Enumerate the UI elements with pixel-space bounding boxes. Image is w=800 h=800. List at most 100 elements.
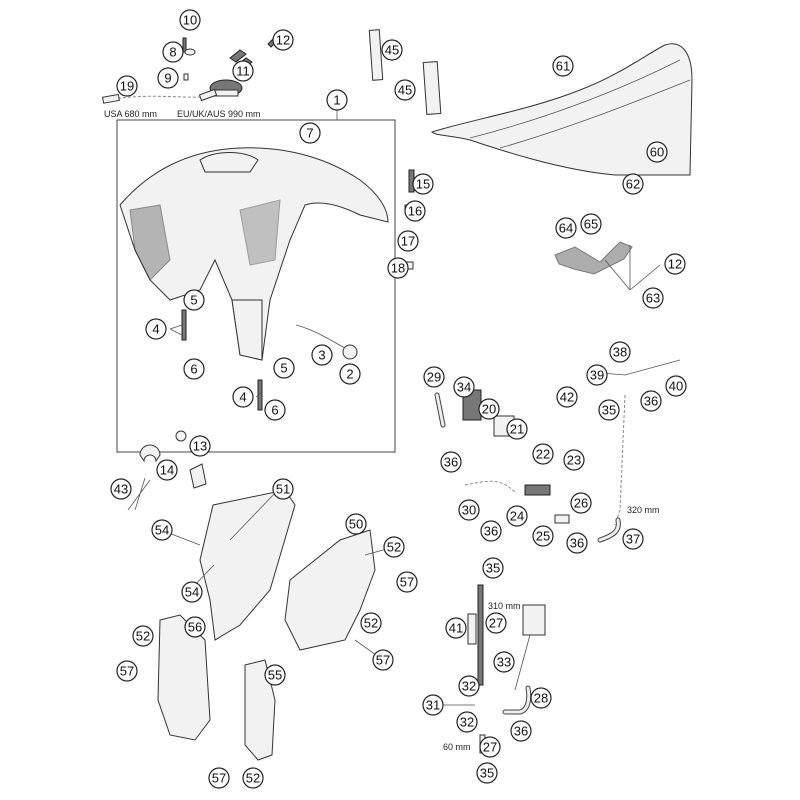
svg-text:3: 3 — [318, 348, 325, 363]
callout: 13 — [189, 435, 211, 457]
callout: 52 — [383, 536, 405, 558]
svg-text:36: 36 — [514, 724, 528, 739]
svg-text:15: 15 — [416, 177, 430, 192]
callout: 34 — [453, 376, 475, 398]
callout: 37 — [622, 528, 644, 550]
callout: 36 — [480, 520, 502, 542]
svg-text:41: 41 — [449, 621, 463, 636]
callout: 8 — [162, 41, 184, 63]
callout: 36 — [510, 720, 532, 742]
callout: 5 — [273, 357, 295, 379]
callout: 60 — [646, 141, 668, 163]
eu-length-label: EU/UK/AUS 990 mm — [177, 109, 261, 119]
tank-protector — [422, 61, 442, 115]
svg-text:19: 19 — [120, 79, 134, 94]
svg-text:34: 34 — [457, 380, 471, 395]
svg-text:21: 21 — [510, 422, 524, 437]
callout: 33 — [493, 651, 515, 673]
svg-text:10: 10 — [183, 13, 197, 28]
hose-60-label: 60 mm — [443, 742, 471, 752]
svg-text:45: 45 — [385, 43, 399, 58]
svg-text:27: 27 — [483, 740, 497, 755]
callout: 6 — [183, 358, 205, 380]
callout: 20 — [478, 398, 500, 420]
callout: 62 — [622, 173, 644, 195]
callout: 7 — [299, 122, 321, 144]
callout: 9 — [157, 67, 179, 89]
callout: 32 — [458, 675, 480, 697]
svg-text:24: 24 — [510, 509, 524, 524]
fuel-cap — [182, 35, 280, 97]
hose-310-label: 310 mm — [488, 601, 521, 611]
callout: 65 — [580, 213, 602, 235]
svg-text:63: 63 — [646, 291, 660, 306]
callout: 4 — [232, 386, 254, 408]
svg-text:56: 56 — [188, 620, 202, 635]
tank-protector — [368, 29, 384, 81]
svg-text:65: 65 — [584, 217, 598, 232]
callout: 57 — [396, 571, 418, 593]
svg-text:31: 31 — [426, 698, 440, 713]
callout: 57 — [208, 767, 230, 789]
svg-text:32: 32 — [462, 679, 476, 694]
side-cover-right — [284, 529, 376, 651]
svg-text:20: 20 — [482, 402, 496, 417]
svg-text:35: 35 — [486, 561, 500, 576]
callout: 36 — [566, 532, 588, 554]
svg-text:14: 14 — [160, 463, 174, 478]
callout: 3 — [311, 344, 333, 366]
number-plate-left — [157, 614, 211, 741]
svg-text:36: 36 — [484, 524, 498, 539]
svg-text:39: 39 — [590, 368, 604, 383]
callout: 27 — [479, 736, 501, 758]
callout: 52 — [242, 767, 264, 789]
callout: 12 — [664, 253, 686, 275]
callouts: 10 8 12 11 9 19 1 7 45 45 61 60 62 15 16… — [110, 9, 687, 789]
callout: 39 — [586, 364, 608, 386]
usa-length-label: USA 680 mm — [104, 109, 157, 119]
callout: 35 — [482, 557, 504, 579]
svg-text:60: 60 — [650, 145, 664, 160]
callout: 18 — [387, 257, 409, 279]
callout: 54 — [151, 519, 173, 541]
svg-text:64: 64 — [559, 221, 573, 236]
callout: 29 — [423, 366, 445, 388]
svg-text:26: 26 — [574, 496, 588, 511]
svg-text:52: 52 — [364, 616, 378, 631]
callout: 5 — [183, 289, 205, 311]
svg-text:52: 52 — [136, 629, 150, 644]
callout: 2 — [339, 363, 361, 385]
callout: 64 — [555, 217, 577, 239]
svg-text:61: 61 — [556, 59, 570, 74]
svg-text:57: 57 — [212, 771, 226, 786]
callout: 32 — [456, 711, 478, 733]
svg-text:38: 38 — [613, 345, 627, 360]
svg-text:54: 54 — [155, 523, 169, 538]
callout: 15 — [412, 173, 434, 195]
callout: 12 — [272, 29, 294, 51]
callout: 16 — [404, 200, 426, 222]
callout: 14 — [156, 459, 178, 481]
svg-text:33: 33 — [497, 655, 511, 670]
svg-text:8: 8 — [169, 45, 176, 60]
callout: 30 — [458, 499, 480, 521]
callout: 35 — [598, 399, 620, 421]
callout: 63 — [642, 287, 664, 309]
svg-text:55: 55 — [268, 668, 282, 683]
svg-text:6: 6 — [271, 403, 278, 418]
svg-text:35: 35 — [480, 766, 494, 781]
svg-text:1: 1 — [333, 93, 340, 108]
callout: 57 — [116, 660, 138, 682]
svg-text:45: 45 — [398, 83, 412, 98]
svg-text:12: 12 — [668, 257, 682, 272]
svg-text:36: 36 — [570, 536, 584, 551]
callout: 38 — [609, 341, 631, 363]
callout: 54 — [181, 581, 203, 603]
svg-text:30: 30 — [462, 503, 476, 518]
svg-text:40: 40 — [669, 379, 683, 394]
svg-text:18: 18 — [391, 261, 405, 276]
svg-text:37: 37 — [626, 532, 640, 547]
callout: 4 — [145, 318, 167, 340]
svg-text:5: 5 — [190, 293, 197, 308]
callout: 41 — [445, 617, 467, 639]
